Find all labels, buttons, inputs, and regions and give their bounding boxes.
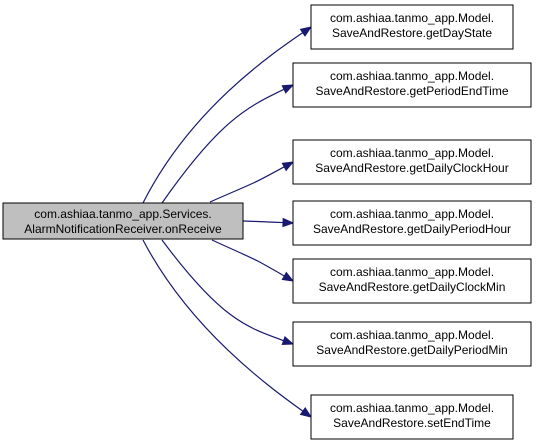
- call-edges: [142, 26, 313, 418]
- arrowhead-icon: [281, 161, 295, 172]
- target-node-line2: SaveAndRestore.setEndTime: [333, 416, 491, 430]
- target-node-line2: SaveAndRestore.getDailyClockHour: [315, 161, 508, 175]
- target-node-line1: com.ashiaa.tanmo_app.Model.: [330, 401, 494, 415]
- target-node[interactable]: com.ashiaa.tanmo_app.Model.SaveAndRestor…: [310, 4, 514, 50]
- source-node-line2: AlarmNotificationReceiver.onReceive: [24, 222, 222, 236]
- target-node[interactable]: com.ashiaa.tanmo_app.Model.SaveAndRestor…: [292, 200, 532, 246]
- source-node-line1: com.ashiaa.tanmo_app.Services.: [34, 207, 211, 221]
- source-node-onreceive[interactable]: com.ashiaa.tanmo_app.Services. AlarmNoti…: [2, 202, 244, 240]
- arrowhead-icon: [299, 26, 313, 37]
- arrowhead-icon: [281, 271, 295, 282]
- target-node-line2: SaveAndRestore.getDailyPeriodMin: [316, 343, 507, 357]
- target-node[interactable]: com.ashiaa.tanmo_app.Model.SaveAndRestor…: [310, 394, 514, 440]
- target-node-line2: SaveAndRestore.getPeriodEndTime: [316, 84, 509, 98]
- arrowhead-icon: [299, 407, 313, 418]
- call-edge: [211, 239, 295, 282]
- call-edge: [209, 161, 295, 203]
- target-node-line1: com.ashiaa.tanmo_app.Model.: [330, 69, 494, 83]
- target-node[interactable]: com.ashiaa.tanmo_app.Model.SaveAndRestor…: [292, 62, 532, 108]
- target-node-line1: com.ashiaa.tanmo_app.Model.: [330, 146, 494, 160]
- target-node[interactable]: com.ashiaa.tanmo_app.Model.SaveAndRestor…: [292, 258, 532, 304]
- target-node-line1: com.ashiaa.tanmo_app.Model.: [330, 207, 494, 221]
- target-node[interactable]: com.ashiaa.tanmo_app.Model.SaveAndRestor…: [292, 139, 532, 185]
- target-node-line1: com.ashiaa.tanmo_app.Model.: [330, 11, 494, 25]
- arrowhead-icon: [281, 336, 295, 345]
- call-edge: [242, 217, 295, 228]
- call-edge: [142, 26, 313, 204]
- target-node-line1: com.ashiaa.tanmo_app.Model.: [330, 265, 494, 279]
- target-node-line2: SaveAndRestore.getDailyPeriodHour: [313, 222, 511, 236]
- target-node-line1: com.ashiaa.tanmo_app.Model.: [330, 328, 494, 342]
- call-edge: [161, 239, 295, 345]
- target-node[interactable]: com.ashiaa.tanmo_app.Model.SaveAndRestor…: [292, 321, 532, 367]
- call-edge: [161, 84, 295, 204]
- target-node-line2: SaveAndRestore.getDayState: [332, 26, 492, 40]
- arrowhead-icon: [281, 84, 295, 94]
- call-edge: [142, 239, 313, 418]
- target-nodes: com.ashiaa.tanmo_app.Model.SaveAndRestor…: [292, 4, 532, 440]
- target-node-line2: SaveAndRestore.getDailyClockMin: [319, 280, 506, 294]
- arrowhead-icon: [282, 217, 295, 228]
